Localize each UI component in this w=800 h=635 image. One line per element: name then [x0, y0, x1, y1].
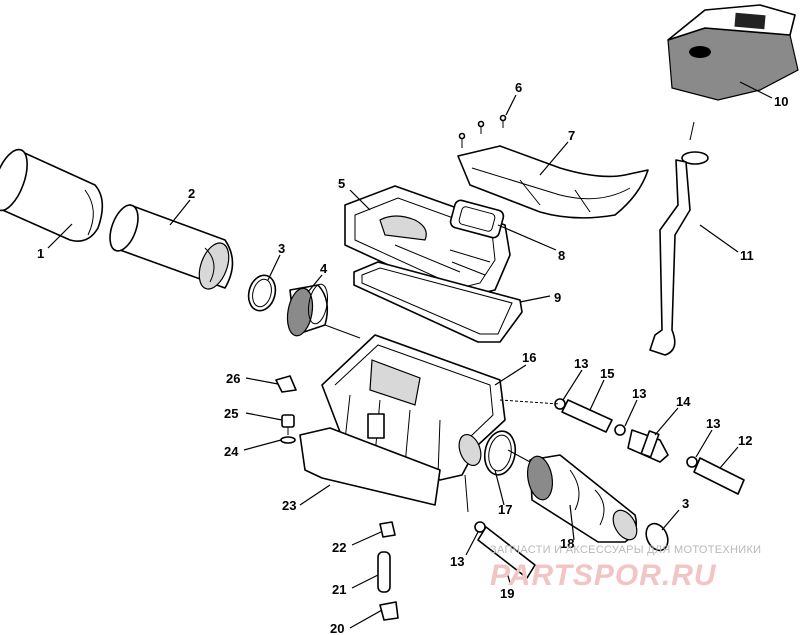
callout-8: 8	[558, 248, 565, 263]
part-18-intake-boot	[526, 454, 638, 543]
part-12-hose	[693, 457, 745, 495]
part-21-drain-tube	[377, 551, 391, 593]
callout-13-d: 13	[450, 554, 464, 569]
watermark-brand: PARTSPOR.RU	[490, 559, 717, 592]
part-26-clip	[275, 375, 297, 393]
callout-4: 4	[320, 261, 328, 276]
part-14-check-valve	[627, 429, 669, 463]
callout-3-lower: 3	[682, 496, 689, 511]
part-19-drain-hose	[477, 526, 536, 579]
callout-26: 26	[226, 371, 240, 386]
callout-13-b: 13	[632, 386, 646, 401]
part-4-adapter-boot	[286, 283, 329, 337]
callout-13-a: 13	[574, 356, 588, 371]
callout-24: 24	[224, 444, 239, 459]
part-24-25-bolt-washer	[280, 414, 296, 444]
callout-17: 17	[498, 502, 512, 517]
part-7-cover-panel	[457, 145, 649, 219]
callout-15: 15	[600, 366, 614, 381]
callout-10: 10	[774, 94, 788, 109]
callout-19: 19	[500, 586, 514, 601]
leader-lines	[47, 81, 773, 629]
part-8-seal	[449, 199, 505, 239]
callout-25: 25	[224, 406, 238, 421]
callout-22: 22	[332, 540, 346, 555]
callout-7: 7	[568, 128, 575, 143]
part-13-hose-clamps	[474, 398, 698, 533]
watermark: ЗАПЧАСТИ И АКСЕССУАРЫ ДЛЯ МОТОТЕХНИКИ PA…	[490, 544, 761, 592]
callout-5: 5	[338, 176, 345, 191]
callout-16: 16	[522, 350, 536, 365]
part-11-breather-hose	[649, 121, 709, 356]
part-1-prefilter-sleeve	[0, 148, 104, 242]
part-9-gasket	[353, 261, 523, 343]
part-23-shield-plate	[299, 427, 441, 506]
part-2-filter-element	[109, 204, 234, 290]
callout-23: 23	[282, 498, 296, 513]
part-3-clamp-upper	[247, 274, 277, 312]
part-10-upper-housing	[667, 4, 799, 101]
callout-9: 9	[554, 290, 561, 305]
callout-18: 18	[560, 536, 574, 551]
callout-14: 14	[676, 394, 691, 409]
callout-2: 2	[188, 186, 195, 201]
callout-20: 20	[330, 621, 344, 635]
callout-11: 11	[740, 248, 754, 263]
callout-6: 6	[515, 80, 522, 95]
callout-13-c: 13	[706, 416, 720, 431]
callout-21: 21	[332, 582, 346, 597]
callout-labels: 1 2 3 3 4 5 6 7 8 9 10 11 12 13 13 13 13…	[37, 80, 788, 635]
part-22-drain-plug	[379, 521, 396, 538]
assembly-lines	[324, 324, 561, 513]
part-6-screws	[458, 114, 507, 148]
callout-3-upper: 3	[278, 241, 285, 256]
watermark-tagline: ЗАПЧАСТИ И АКСЕССУАРЫ ДЛЯ МОТОТЕХНИКИ	[490, 544, 761, 556]
part-20-drain-valve	[379, 601, 399, 621]
part-15-hose	[561, 399, 613, 433]
callout-12: 12	[738, 433, 752, 448]
callout-1: 1	[37, 246, 44, 261]
